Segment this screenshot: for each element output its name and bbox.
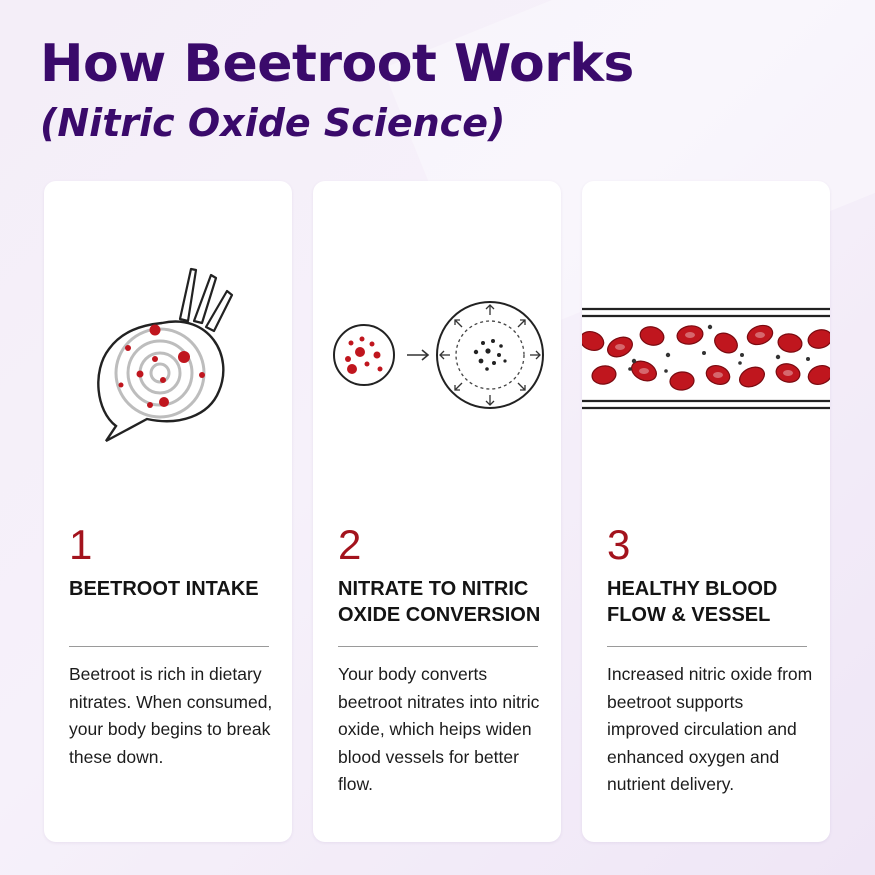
step-description-2: Your body converts beetroot nitrates int… — [338, 664, 540, 794]
step-card-2: 2 NITRATE TO NITRIC OXIDE CONVERSION You… — [313, 181, 561, 842]
page-title: How Beetroot Works — [40, 34, 634, 94]
divider — [607, 646, 807, 647]
step-number-1: 1 — [69, 521, 93, 568]
step-title-2: NITRATE TO NITRIC OXIDE CONVERSION — [338, 578, 541, 626]
step-number-2: 2 — [338, 521, 362, 568]
divider — [69, 646, 269, 647]
conversion-icon — [333, 301, 544, 409]
beetroot-icon — [97, 267, 234, 443]
step-title-1: BEETROOT INTAKE — [69, 578, 259, 600]
step-description-1: Beetroot is rich in dietary nitrates. Wh… — [69, 664, 273, 767]
step-title-3: HEALTHY BLOOD FLOW & VESSEL — [607, 578, 778, 626]
blood-vessel-icon — [582, 307, 830, 410]
step-description-3: Increased nitric oxide from beetroot sup… — [607, 664, 813, 794]
divider — [338, 646, 538, 647]
page-subtitle: (Nitric Oxide Science) — [40, 101, 506, 145]
step-card-3: 3 HEALTHY BLOOD FLOW & VESSEL Increased … — [582, 181, 830, 842]
step-card-1: 1 BEETROOT INTAKE Beetroot is rich in di… — [44, 181, 292, 842]
step-number-3: 3 — [607, 521, 631, 568]
